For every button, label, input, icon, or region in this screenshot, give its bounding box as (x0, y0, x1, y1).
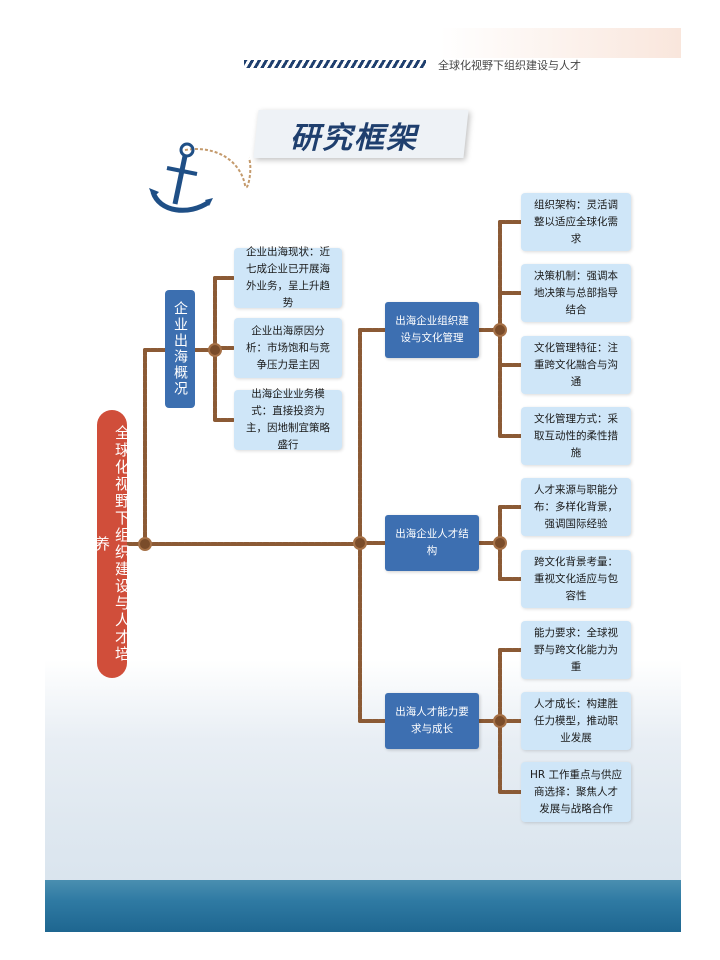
page-title: 研究框架 (290, 121, 418, 156)
rope-knot-branch0 (493, 323, 507, 337)
growth-item-career: 人才成长：构建胜任力模型，推动职业发展 (521, 692, 631, 750)
root-node: 全球化视野下组织建设与人才培养 (93, 410, 131, 678)
overview-item-model: 出海企业业务模式：直接投资为主，因地制宜策略盛行 (234, 388, 342, 451)
overview-item-status: 企业出海现状：近七成企业已开展海外业务，呈上升趋势 (234, 246, 342, 309)
org-item-culture-method: 文化管理方式：采取互动性的柔性措施 (521, 407, 631, 465)
growth-item-hr: HR 工作重点与供应商选择：聚焦人才发展与战略合作 (521, 762, 631, 822)
rope-knot-overview (208, 343, 222, 357)
overview-item-reason: 企业出海原因分析：市场饱和与竞争压力是主因 (234, 318, 342, 378)
growth-item-ability: 能力要求：全球视野与跨文化能力为重 (521, 621, 631, 679)
header-title: 全球化视野下组织建设与人才 (438, 59, 581, 72)
talent-item-crossculture: 跨文化背景考量：重视文化适应与包容性 (521, 550, 631, 608)
header-decoration (440, 28, 681, 58)
branch-talent-growth: 出海人才能力要求与成长 (385, 693, 479, 749)
anchor-icon (149, 142, 252, 213)
rope-knot-main (353, 536, 367, 550)
org-item-culture-feature: 文化管理特征：注重跨文化融合与沟通 (521, 336, 631, 394)
overview-node: 企业出海概况 (165, 290, 195, 408)
org-item-structure: 组织架构：灵活调整以适应全球化需求 (521, 193, 631, 251)
header-stripes (244, 60, 426, 68)
org-item-decision: 决策机制：强调本地决策与总部指导结合 (521, 264, 631, 322)
branch-talent-structure: 出海企业人才结构 (385, 515, 479, 571)
rope-knot-root (138, 537, 152, 551)
talent-item-source: 人才来源与职能分布：多样化背景，强调国际经验 (521, 478, 631, 536)
rope-knot-branch2 (493, 714, 507, 728)
rope-knot-branch1 (493, 536, 507, 550)
sea-background (45, 880, 681, 932)
branch-organization: 出海企业组织建设与文化管理 (385, 302, 479, 358)
